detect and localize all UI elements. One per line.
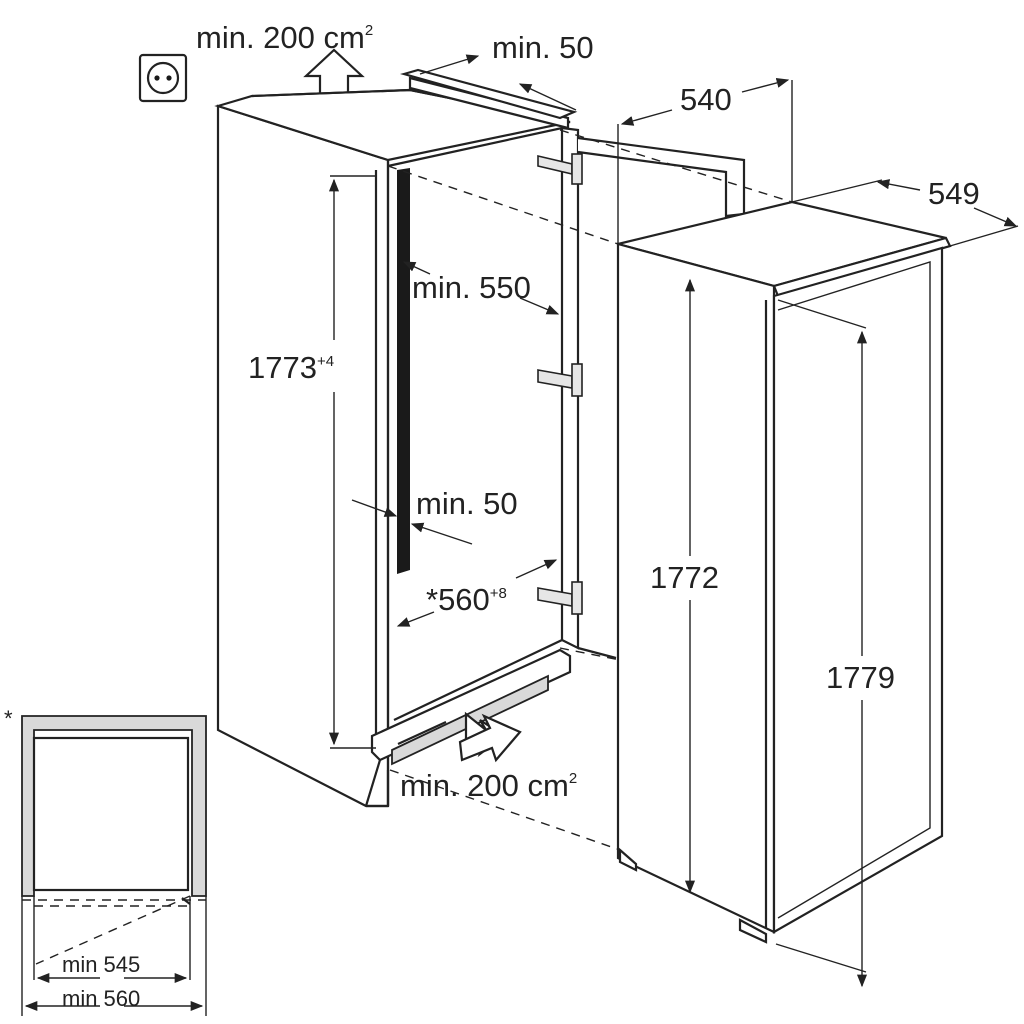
arrow-up-icon	[303, 48, 365, 96]
hinge-bottom	[537, 581, 583, 615]
appliance-fridge	[616, 200, 952, 944]
width-550-label: min. 550	[412, 270, 531, 305]
hinge-middle	[537, 363, 583, 397]
height-1773-label: 1773+4	[248, 350, 334, 385]
dim-width-550	[402, 261, 560, 315]
dim-width-560	[396, 559, 558, 627]
inset-min545-label: min 545	[62, 952, 140, 977]
width-560-label: *560+8	[426, 582, 507, 617]
arrow-right-icon	[458, 711, 522, 763]
depth-540-label: 540	[680, 82, 732, 117]
vent-bottom-label: min. 200 cm2	[400, 768, 577, 803]
hinge-top	[537, 153, 583, 185]
niche-cabinet	[214, 68, 578, 808]
depth-549-label: 549	[928, 176, 980, 211]
inset-min560-label: min 560	[62, 986, 140, 1011]
gap-top-label: min. 50	[492, 30, 594, 65]
dim-gap-top	[419, 54, 577, 111]
alignment-lines	[387, 129, 793, 851]
dim-gap-side	[351, 499, 473, 545]
gap-side-label: min. 50	[416, 486, 518, 521]
dim-height-1779	[775, 299, 868, 988]
dim-depth-540	[617, 77, 793, 246]
vent-top-label: min. 200 cm2	[196, 20, 373, 55]
height-1779-label: 1779	[826, 660, 895, 695]
dim-height-1773	[328, 175, 376, 749]
dim-depth-549	[791, 179, 1019, 247]
inset-top-view	[21, 715, 207, 1016]
inset-marker: *	[4, 706, 13, 731]
height-1772-label: 1772	[650, 560, 719, 595]
power-socket-icon	[138, 53, 188, 103]
